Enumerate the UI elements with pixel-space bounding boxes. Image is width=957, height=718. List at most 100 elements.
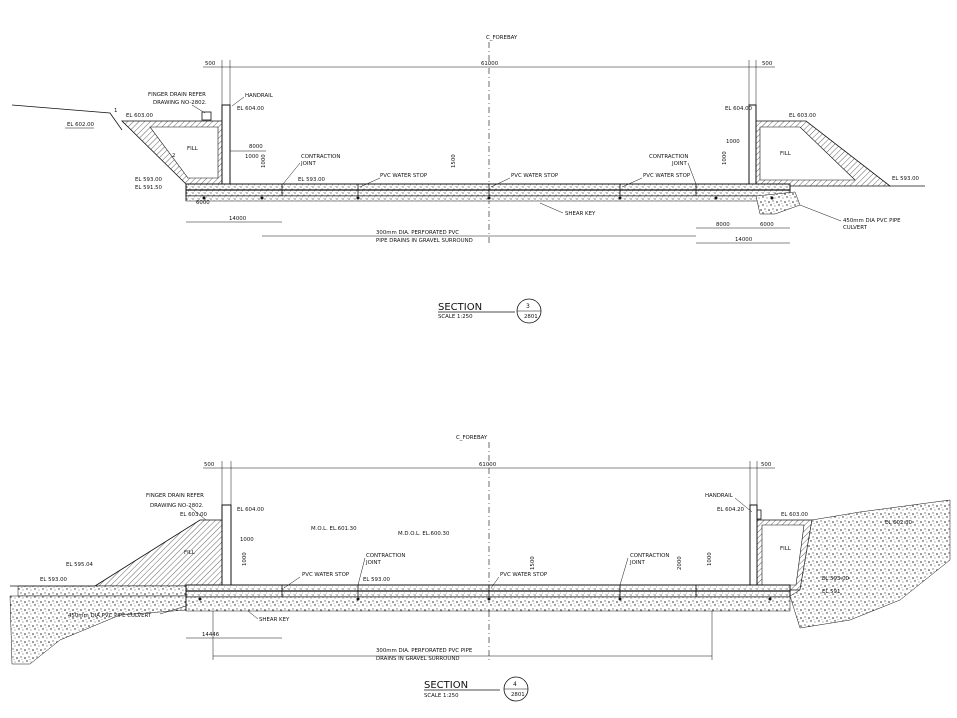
el-right-top-4: EL 604.20 <box>717 507 745 513</box>
section-title-3: SECTION <box>438 302 482 313</box>
section-scale-3: SCALE 1:250 <box>438 314 473 320</box>
slope-1-3: 1 <box>114 108 117 114</box>
fill-right-label-4: FILL <box>780 546 791 552</box>
dim-1500-3: 1500 <box>451 154 457 168</box>
el-right-bank-3: EL 603.00 <box>789 113 817 119</box>
contraction-right-2-3: JOINT <box>671 161 687 167</box>
dim-1000a-4: 1000 <box>240 537 254 543</box>
dim-2000-4: 2000 <box>677 556 683 570</box>
dim-total-3: 61000 <box>481 61 499 67</box>
wall-left-4 <box>221 504 232 591</box>
contraction-left-2-3: JOINT <box>300 161 316 167</box>
water-stop-3-3: PVC WATER STOP <box>643 173 691 179</box>
dim-14000-left-3: 14000 <box>229 216 247 222</box>
dim-14446-4: 14446 <box>202 632 220 638</box>
el-left-595-4: EL 595.04 <box>66 562 94 568</box>
pipe-note-2-4: DRAINS IN GRAVEL SURROUND <box>376 656 460 662</box>
slope-2-3: 2 <box>172 153 175 159</box>
dim-1000b-4: 1000 <box>242 552 248 566</box>
pipe-culvert-1-3: 450mm DIA PVC PIPE <box>843 218 901 224</box>
dim-1000b-3: 1000 <box>261 154 267 168</box>
section-sheet-3: 2801 <box>524 314 538 320</box>
section-title-4: SECTION <box>424 680 468 691</box>
water-stop-2-3: PVC WATER STOP <box>511 173 559 179</box>
dim-8000-3: 8000 <box>249 144 263 150</box>
section-3: C_FOREBAY 500 61000 500 <box>11 35 925 324</box>
el-right-top-3: EL 604.00 <box>725 106 753 112</box>
section-4: C_FOREBAY 500 61000 500 <box>9 435 951 702</box>
joints-4 <box>198 585 772 601</box>
dim-right-4: 500 <box>761 462 772 468</box>
contraction-left-2-4: JOINT <box>365 560 381 566</box>
water-stop-1-3: PVC WATER STOP <box>380 173 428 179</box>
centerline-label-4: C_FOREBAY <box>456 435 488 441</box>
pipe-note-1-4: 300mm DIA. PERFORATED PVC PIPE <box>376 648 473 654</box>
el-left-bank-3: EL 603.00 <box>126 113 154 119</box>
pipe-culvert-4: 450mm DIA PVC PIPE CULVERT <box>68 613 152 619</box>
fill-left-4 <box>93 519 223 587</box>
dim-6000-3: 6000 <box>760 222 774 228</box>
centerline-label-3: C_FOREBAY <box>486 35 518 41</box>
wall-right-3 <box>748 104 757 191</box>
el-floor-4: EL 593.00 <box>363 577 391 583</box>
dim-1000d-3: 1000 <box>722 151 728 165</box>
fill-right-label-3: FILL <box>780 151 791 157</box>
el-left-593-3: EL 593.00 <box>135 177 163 183</box>
pipe-note-2-3: PIPE DRAINS IN GRAVEL SURROUND <box>376 238 473 244</box>
el-right-bank-4: EL 603.00 <box>781 512 809 518</box>
pipe-culvert-2-3: CULVERT <box>843 225 868 231</box>
contraction-right-1-3: CONTRACTION <box>649 154 688 160</box>
el-right-ground-4: EL 602.30 <box>885 520 913 526</box>
mol-4: M.O.L. EL.601.30 <box>311 526 357 532</box>
contraction-right-1-4: CONTRACTION <box>630 553 669 559</box>
el-left-ground-3: EL 602.00 <box>67 122 95 128</box>
el-left-top-3: EL 604.00 <box>237 106 265 112</box>
handrail-label-4: HANDRAIL <box>705 493 733 499</box>
dim-14000-right-3: 14000 <box>735 237 753 243</box>
dim-left-4: 500 <box>204 462 215 468</box>
ground-left-3 <box>11 104 123 131</box>
section-number-4: 4 <box>513 681 517 688</box>
fill-left-label-3: FILL <box>187 146 198 152</box>
earth-right-4 <box>789 499 951 629</box>
el-right-593-3: EL 593.00 <box>892 176 920 182</box>
dim-6000-left-3: 6000 <box>196 200 210 206</box>
contraction-right-2-4: JOINT <box>629 560 645 566</box>
shear-key-4: SHEAR KEY <box>259 617 290 623</box>
el-left-top-4: EL 604.00 <box>237 507 265 513</box>
dim-1000a-3: 1000 <box>245 154 259 160</box>
section-scale-4: SCALE 1:250 <box>424 693 459 699</box>
el-left-593-4: EL 593.00 <box>40 577 68 583</box>
dim-left-3: 500 <box>205 61 216 67</box>
finger-drain-label-2-4: DRAWING NO-2802. <box>150 503 204 509</box>
el-right-591-4: EL 591 <box>822 589 840 595</box>
handrail-post-left-3 <box>201 111 212 121</box>
fill-left-label-4: FILL <box>184 550 195 556</box>
wall-left-3 <box>221 104 231 191</box>
joints-3 <box>202 184 774 200</box>
el-left-591-3: EL 591.50 <box>135 185 163 191</box>
wall-right-4 <box>749 504 758 591</box>
gravel-bed-3 <box>185 195 777 202</box>
contraction-left-1-4: CONTRACTION <box>366 553 405 559</box>
finger-drain-label-1-4: FINGER DRAIN REFER <box>146 493 204 499</box>
shear-key-3: SHEAR KEY <box>565 211 596 217</box>
dim-1000c-3: 1000 <box>726 139 740 145</box>
el-right-593-4: EL 593.00 <box>822 576 850 582</box>
water-stop-2-4: PVC WATER STOP <box>500 572 548 578</box>
el-floor-3: EL 593.00 <box>298 177 326 183</box>
dim-1500-4: 1500 <box>530 556 536 570</box>
mdol-4: M.D.O.L. EL.600.30 <box>398 531 450 537</box>
finger-drain-label-1-3: FINGER DRAIN REFER <box>148 92 206 98</box>
dim-total-4: 61000 <box>479 462 497 468</box>
earth-left-4 <box>9 595 187 665</box>
pipe-note-1-3: 300mm DIA. PERFORATED PVC <box>376 230 459 236</box>
el-left-bank-4: EL 603.00 <box>180 512 208 518</box>
contraction-left-1-3: CONTRACTION <box>301 154 340 160</box>
section-sheet-4: 2801 <box>511 692 525 698</box>
finger-drain-label-2-3: DRAWING NO-2802. <box>153 100 207 106</box>
dim-right-3: 500 <box>762 61 773 67</box>
water-stop-1-4: PVC WATER STOP <box>302 572 350 578</box>
handrail-label-3: HANDRAIL <box>245 93 273 99</box>
